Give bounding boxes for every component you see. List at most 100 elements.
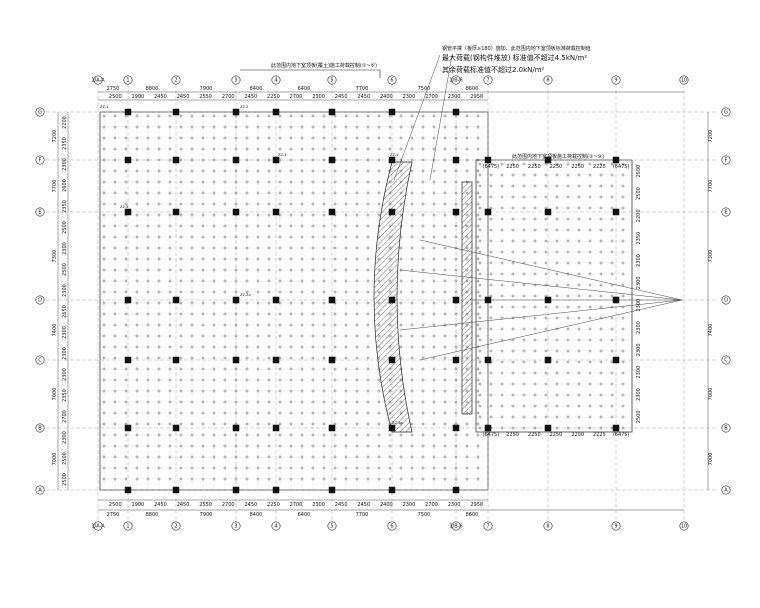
column-mark	[612, 356, 620, 364]
note-top-right-3: 其余荷载标准值不超过2.0kN/m²	[442, 65, 545, 74]
dimension-value: 2650	[62, 305, 68, 318]
column-mark	[544, 356, 552, 364]
top-axis-bubble-label: 1/B-6	[449, 78, 462, 84]
bottom-axis-bubble-label: 1	[126, 524, 129, 530]
bottom-axis-bubble-label: 4	[274, 524, 277, 530]
column-mark	[544, 296, 552, 304]
pile-point-grid	[100, 112, 632, 490]
dimension-value: 2700	[290, 94, 303, 100]
left-axis-bubble	[35, 207, 45, 217]
dimension-value: 8800	[146, 86, 159, 92]
dimension-value: 2500	[636, 187, 642, 200]
bottom-axis-bubble	[327, 521, 337, 531]
dimension-value: (6475)	[483, 164, 500, 170]
dimension-value: 2450	[335, 94, 348, 100]
column-mark	[544, 208, 552, 216]
bottom-axis-bubble	[679, 521, 689, 531]
dimension-value: 2400	[380, 502, 393, 508]
column-mark	[124, 356, 132, 364]
dimension-value: 2225	[593, 164, 606, 170]
column-label: ZZ-4	[390, 153, 399, 157]
dimension-value: 8600	[466, 86, 479, 92]
dimension-value: 2700	[222, 502, 235, 508]
dimension-value: 2200	[636, 209, 642, 222]
column-mark	[452, 356, 460, 364]
column-mark	[272, 424, 280, 432]
dimension-value: (6475)	[483, 432, 500, 438]
top-axis-bubble	[327, 75, 337, 85]
dimension-value: 2600	[62, 179, 68, 192]
dimension-value: 2250	[528, 164, 541, 170]
right-axis-bubble	[721, 423, 731, 433]
dimension-value: 6400	[298, 512, 311, 518]
note-right-region: 此范围内地下室顶板施工荷载控制(①~⑩)	[512, 153, 604, 160]
note-top-left: 此范围内地下室顶板(覆土)施工荷载控制(①~⑥)	[271, 62, 377, 69]
column-mark	[388, 296, 396, 304]
right-axis-bubble	[721, 485, 731, 495]
left-axis-bubble-label: D	[38, 298, 42, 304]
column-mark	[232, 156, 240, 164]
column-mark	[124, 486, 132, 494]
bottom-axis-bubble-label: 9	[614, 524, 617, 530]
left-axis-bubble-label: C	[38, 358, 42, 364]
column-mark	[272, 356, 280, 364]
left-axis-bubble	[35, 485, 45, 495]
top-axis-bubble-label: 7	[486, 78, 489, 84]
dimension-value: 2300	[403, 94, 416, 100]
dimension-value: 2300	[636, 366, 642, 379]
column-mark	[484, 296, 492, 304]
column-mark	[272, 156, 280, 164]
dimension-value: 2300	[312, 94, 325, 100]
top-axis-bubble	[611, 75, 621, 85]
bottom-axis-bubble-label: 6	[390, 524, 393, 530]
bottom-axis-bubble	[451, 521, 461, 531]
dimension-value: 2250	[506, 432, 519, 438]
column-mark	[124, 208, 132, 216]
top-axis-bubble-label: 5	[330, 78, 333, 84]
column-mark	[124, 296, 132, 304]
left-axis-bubble	[35, 295, 45, 305]
top-axis-bubble	[271, 75, 281, 85]
dimension-value: 2450	[357, 94, 370, 100]
dimension-value: 7000	[52, 388, 58, 401]
top-axis-bubble	[483, 75, 493, 85]
column-mark	[612, 156, 620, 164]
column-mark	[328, 156, 336, 164]
bottom-axis-bubble	[483, 521, 493, 531]
dimension-value: 2500	[62, 221, 68, 234]
top-axis-bubble-label: 9	[614, 78, 617, 84]
top-axis-bubble-label: 6	[390, 78, 393, 84]
column-mark	[328, 108, 336, 116]
dimension-value: 2400	[380, 94, 393, 100]
right-axis-bubble	[721, 295, 731, 305]
left-axis-bubble	[35, 155, 45, 165]
dimension-value: 7300	[52, 250, 58, 263]
top-axis-bubble	[451, 75, 461, 85]
column-label: ZZ-5	[120, 205, 128, 209]
dimension-value: 7900	[200, 86, 213, 92]
column-mark	[452, 156, 460, 164]
right-axis-bubble	[721, 355, 731, 365]
bottom-axis-bubble	[271, 521, 281, 531]
dimension-value: 8400	[250, 86, 263, 92]
dimension-value: 2450	[154, 502, 167, 508]
dimension-value: 7300	[708, 250, 714, 263]
column-label: ZZ-3	[278, 153, 286, 157]
dimension-value: 2950	[470, 94, 483, 100]
column-mark	[328, 208, 336, 216]
column-mark	[172, 208, 180, 216]
left-axis-bubble-label: E	[38, 210, 41, 216]
dimension-value: (6475)	[613, 432, 630, 438]
bottom-axis-bubble-label: 7	[486, 524, 489, 530]
dimension-value: 2350	[636, 232, 642, 245]
dimension-value: 2300	[636, 299, 642, 312]
right-axis-bubble-label: E	[724, 210, 727, 216]
top-axis-bubble	[93, 75, 103, 85]
right-axis-bubble	[721, 207, 731, 217]
bottom-axis-bubble	[387, 521, 397, 531]
dimension-value: 7000	[708, 388, 714, 401]
column-label: ZZ-2a	[240, 293, 251, 297]
dimension-value: 2350	[62, 137, 68, 150]
dimension-value: 2500	[62, 452, 68, 465]
